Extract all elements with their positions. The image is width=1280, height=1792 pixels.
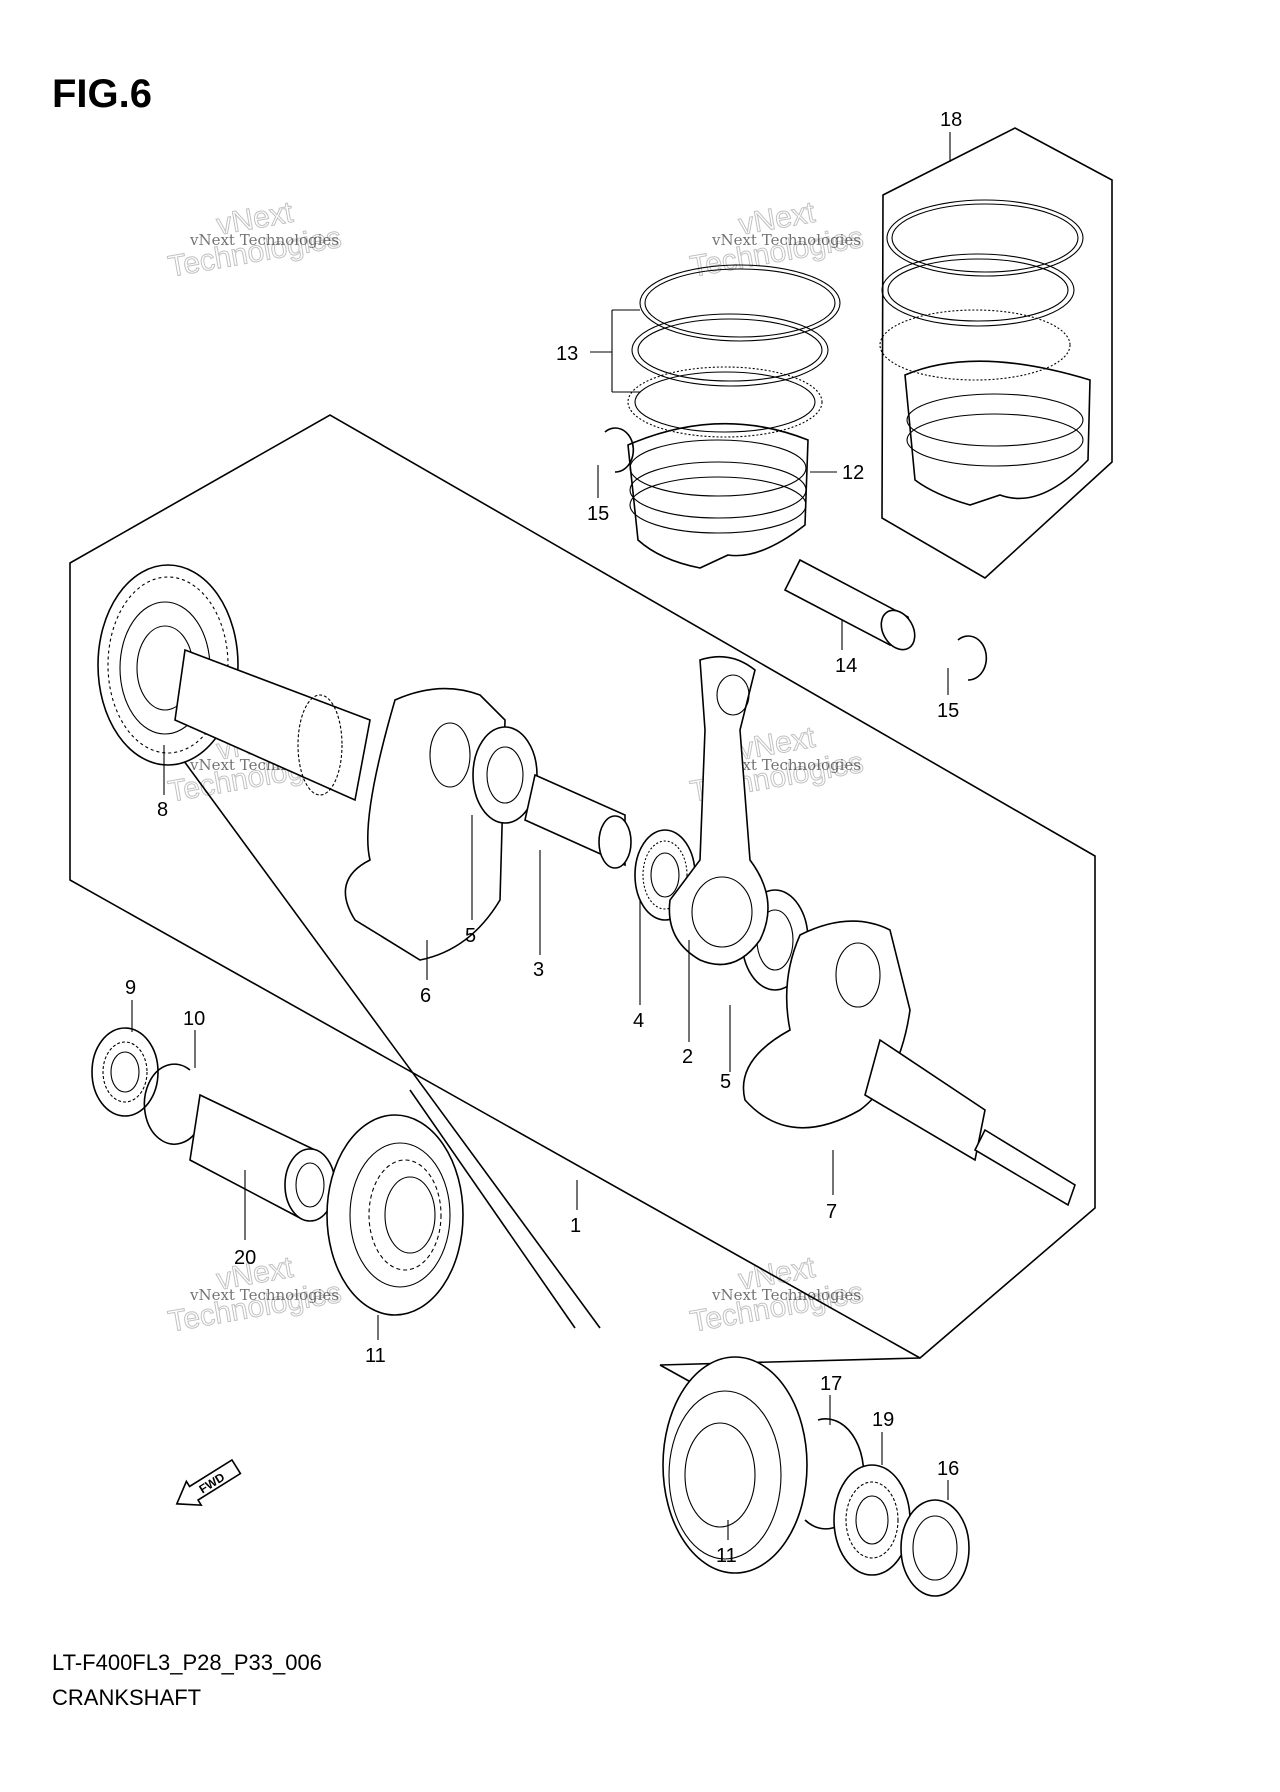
part-number-label: 8 xyxy=(157,799,168,821)
watermark-text: vNext Technologies xyxy=(189,1286,339,1304)
circlip-drawing xyxy=(957,635,988,681)
bearing-guide-line xyxy=(169,741,601,1329)
oil-seal-drawing xyxy=(900,1499,970,1597)
crank-pin-drawing xyxy=(524,773,632,869)
part-number-label: 14 xyxy=(835,655,857,677)
bearing-drawing xyxy=(662,1356,808,1574)
leader-lines xyxy=(131,132,951,1540)
connecting-rod-drawing xyxy=(668,655,769,966)
piston-rings-drawing xyxy=(627,264,841,438)
part-number-label: 1 xyxy=(570,1215,581,1237)
part-number-label: 5 xyxy=(465,925,476,947)
watermark-text: vNext Technologies xyxy=(189,231,339,249)
piston-pin-drawing xyxy=(783,558,916,651)
piston-drawing xyxy=(627,422,809,569)
part-number-label: 10 xyxy=(183,1008,205,1030)
document-code: LT-F400FL3_P28_P33_006 xyxy=(52,1650,322,1675)
crankshaft-right-drawing xyxy=(742,920,1076,1207)
part-number-label: 17 xyxy=(820,1373,842,1395)
sleeve-drawing xyxy=(189,1093,336,1222)
bearing-drawing xyxy=(326,1114,464,1316)
circlip-drawing xyxy=(604,427,635,473)
part-number-label: 6 xyxy=(420,985,431,1007)
washer-drawing xyxy=(472,726,538,824)
fwd-arrow-icon: FWD xyxy=(175,1458,242,1506)
part-number-label: 7 xyxy=(826,1201,837,1223)
part-number-label: 15 xyxy=(587,503,609,525)
bearing-guide-line xyxy=(409,1089,576,1329)
crankshaft-assembly-outline xyxy=(69,414,1096,1359)
figure-title: FIG.6 xyxy=(52,72,153,116)
part-number-label: 5 xyxy=(720,1071,731,1093)
part-number-label: 2 xyxy=(682,1046,693,1068)
watermark-text: vNext Technologies xyxy=(711,1286,861,1304)
part-number-label: 11 xyxy=(365,1345,386,1367)
watermark-text: vNext Technologies xyxy=(711,756,861,774)
piston-set-outline xyxy=(881,127,1113,579)
part-number-label: 11 xyxy=(716,1545,737,1567)
part-number-label: 16 xyxy=(937,1458,959,1480)
part-number-label: 19 xyxy=(872,1409,894,1431)
crankshaft-left-drawing xyxy=(174,648,506,961)
document-name: CRANKSHAFT xyxy=(52,1685,202,1710)
part-number-label: 20 xyxy=(234,1247,256,1269)
part-number-label: 15 xyxy=(937,700,959,722)
part-number-label: 9 xyxy=(125,977,136,999)
part-number-label: 3 xyxy=(533,959,544,981)
washer-hole-drawing xyxy=(486,746,524,804)
bearing-drawing xyxy=(833,1464,911,1576)
part-number-label: 4 xyxy=(633,1010,644,1032)
bearing-drawing xyxy=(91,1027,159,1117)
part-number-label: 18 xyxy=(940,109,962,131)
piston-set-drawing xyxy=(879,199,1091,506)
part-number-label: 13 xyxy=(556,343,578,365)
watermark-text: vNext Technologies xyxy=(711,231,861,249)
bearing-guide-line xyxy=(659,1357,921,1366)
circlip-drawing xyxy=(143,1063,201,1145)
part-labels: 1 2 3 4 5 5 6 7 8 9 10 11 11 12 13 14 15… xyxy=(125,109,962,1567)
part-number-label: 12 xyxy=(842,462,864,484)
